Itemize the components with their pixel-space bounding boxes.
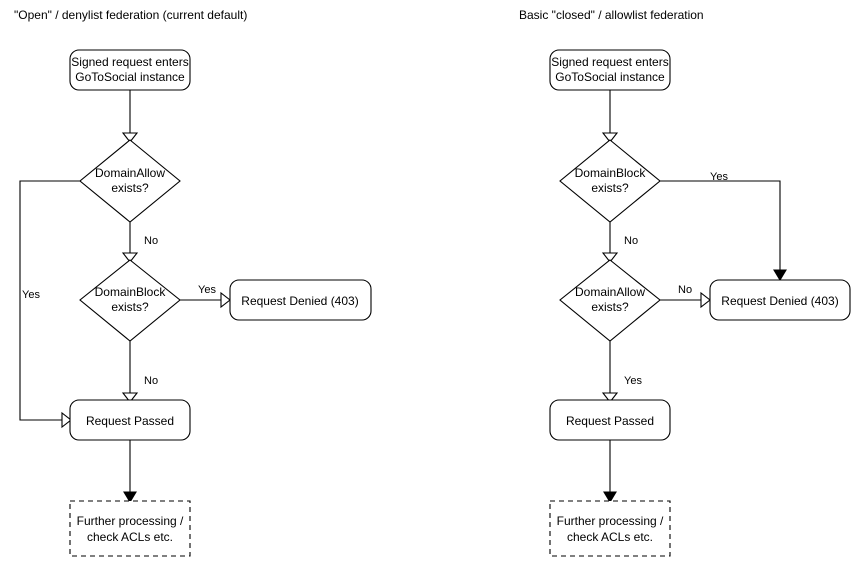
node-request-denied-left: Request Denied (403) bbox=[229, 279, 372, 321]
node-start-right: Signed request enters GoToSocial instanc… bbox=[549, 49, 671, 91]
domainblock-label-line2-left: exists? bbox=[111, 300, 149, 314]
domainallow-label-line1-right: DomainAllow bbox=[575, 285, 645, 299]
further-processing-label-line1-right: Further processing / bbox=[557, 514, 664, 528]
edge-start-to-domainallow-left bbox=[121, 90, 139, 143]
edge-domainallow-yes-right: Yes bbox=[601, 341, 642, 403]
edge-domainallow-no-left: No bbox=[121, 222, 158, 263]
node-domainallow-right: DomainAllow exists? bbox=[559, 259, 661, 342]
node-further-processing-left: Further processing / check ACLs etc. bbox=[69, 500, 191, 557]
edge-label-domainblock-no-left: No bbox=[144, 375, 158, 387]
further-processing-box-left bbox=[69, 500, 191, 557]
further-processing-label-line2-left: check ACLs etc. bbox=[87, 530, 173, 544]
edge-domainblock-yes-right: Yes bbox=[660, 171, 787, 282]
edge-passed-to-further-left bbox=[123, 440, 137, 504]
edge-domainblock-yes-left: Yes bbox=[180, 284, 231, 309]
request-denied-box-left bbox=[229, 279, 372, 321]
edge-label-domainblock-no-right: No bbox=[624, 235, 638, 247]
edge-label-domainallow-no-left: No bbox=[144, 235, 158, 247]
domainblock-label-line1-left: DomainBlock bbox=[95, 285, 167, 299]
request-passed-label-right: Request Passed bbox=[566, 414, 654, 428]
node-further-processing-right: Further processing / check ACLs etc. bbox=[549, 500, 671, 557]
node-domainblock-right: DomainBlock exists? bbox=[559, 139, 661, 223]
domainblock-label-line2-right: exists? bbox=[591, 181, 629, 195]
edge-domainblock-no-right: No bbox=[601, 222, 638, 263]
edge-label-domainblock-yes-left: Yes bbox=[198, 284, 216, 296]
start-label-line2-right: GoToSocial instance bbox=[555, 70, 665, 84]
domainallow-label-line2-left: exists? bbox=[111, 181, 149, 195]
request-denied-label-right: Request Denied (403) bbox=[721, 294, 838, 308]
start-label-line1-right: Signed request enters bbox=[551, 55, 668, 69]
node-request-denied-right: Request Denied (403) bbox=[709, 279, 851, 321]
node-request-passed-left: Request Passed bbox=[69, 399, 191, 441]
domainblock-label-line1-right: DomainBlock bbox=[575, 166, 647, 180]
edge-label-domainallow-no-right: No bbox=[678, 284, 692, 296]
edge-passed-to-further-right bbox=[603, 440, 617, 504]
node-request-passed-right: Request Passed bbox=[549, 399, 671, 441]
edge-label-domainallow-yes-left: Yes bbox=[22, 289, 40, 301]
edge-domainallow-no-right: No bbox=[660, 284, 711, 309]
domainallow-label-line2-right: exists? bbox=[591, 300, 629, 314]
request-passed-label-left: Request Passed bbox=[86, 414, 174, 428]
further-processing-label-line2-right: check ACLs etc. bbox=[567, 530, 653, 544]
request-denied-box-right bbox=[709, 279, 851, 321]
domainallow-label-line1-left: DomainAllow bbox=[95, 166, 165, 180]
further-processing-box-right bbox=[549, 500, 671, 557]
column-title-open: "Open" / denylist federation (current de… bbox=[14, 8, 247, 22]
column-title-closed: Basic "closed" / allowlist federation bbox=[519, 8, 704, 22]
edge-domainblock-no-left: No bbox=[121, 341, 158, 403]
node-domainallow-left: DomainAllow exists? bbox=[79, 139, 181, 223]
start-label-line1-left: Signed request enters bbox=[71, 55, 188, 69]
edge-label-domainblock-yes-right: Yes bbox=[710, 171, 728, 183]
edge-label-domainallow-yes-right: Yes bbox=[624, 375, 642, 387]
further-processing-label-line1-left: Further processing / bbox=[77, 514, 184, 528]
edge-domainallow-yes-left: Yes bbox=[19, 180, 80, 429]
edge-start-to-domainblock-right bbox=[601, 90, 619, 143]
start-label-line2-left: GoToSocial instance bbox=[75, 70, 185, 84]
node-domainblock-left: DomainBlock exists? bbox=[79, 259, 181, 342]
request-denied-label-left: Request Denied (403) bbox=[241, 294, 358, 308]
node-start-left: Signed request enters GoToSocial instanc… bbox=[69, 49, 191, 91]
